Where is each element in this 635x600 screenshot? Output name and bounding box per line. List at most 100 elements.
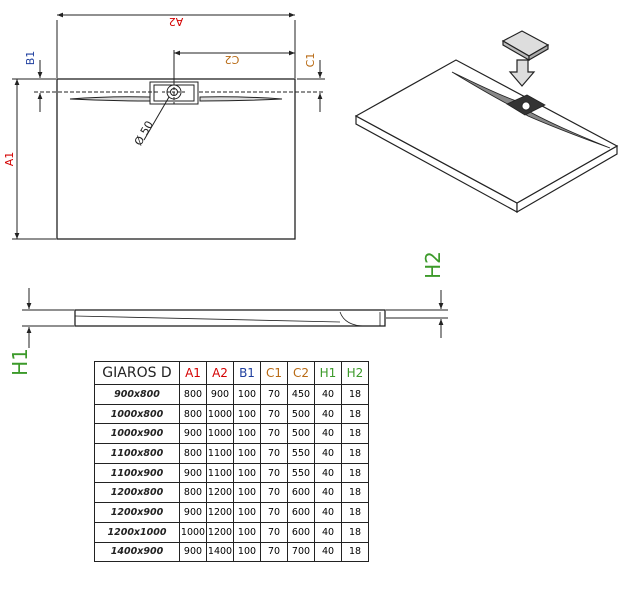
value-cell-c2: 500 bbox=[287, 423, 315, 445]
profile-drain bbox=[339, 311, 381, 327]
side-view bbox=[22, 288, 448, 348]
label-c2: C2 bbox=[225, 53, 240, 66]
insert-arrow bbox=[508, 59, 536, 87]
value-cell-c1: 70 bbox=[260, 521, 288, 543]
value-cell-a1: 800 bbox=[179, 482, 207, 504]
value-cell-b1: 100 bbox=[233, 403, 261, 425]
value-cell-h1: 40 bbox=[314, 384, 342, 405]
model-cell: 1400x900 bbox=[94, 541, 180, 563]
value-cell-h1: 40 bbox=[314, 403, 342, 425]
header-h1: H1 bbox=[314, 361, 342, 385]
value-cell-h1: 40 bbox=[314, 423, 342, 445]
value-cell-a1: 800 bbox=[179, 384, 207, 405]
value-cell-a1: 900 bbox=[179, 541, 207, 563]
value-cell-c1: 70 bbox=[260, 482, 288, 504]
model-cell: 1200x900 bbox=[94, 502, 180, 523]
value-cell-h1: 40 bbox=[314, 541, 342, 563]
value-cell-b1: 100 bbox=[233, 384, 261, 405]
value-cell-a2: 1000 bbox=[206, 423, 234, 445]
value-cell-h2: 18 bbox=[341, 462, 369, 484]
value-cell-c1: 70 bbox=[260, 541, 288, 563]
value-cell-c1: 70 bbox=[260, 502, 288, 523]
header-c2: C2 bbox=[287, 361, 315, 385]
value-cell-h2: 18 bbox=[341, 502, 369, 523]
value-cell-c1: 70 bbox=[260, 423, 288, 445]
table-header-row: GIAROS D A1 A2 B1 C1 C2 H1 H2 bbox=[94, 361, 369, 385]
value-cell-c1: 70 bbox=[260, 403, 288, 425]
tray-profile bbox=[74, 309, 386, 327]
value-cell-b1: 100 bbox=[233, 541, 261, 563]
tray-top bbox=[354, 59, 619, 204]
model-cell: 1000x800 bbox=[94, 403, 180, 425]
model-cell: 900x800 bbox=[94, 384, 180, 405]
value-cell-a2: 1200 bbox=[206, 502, 234, 523]
label-h1: H1 bbox=[8, 348, 32, 376]
value-cell-a1: 900 bbox=[179, 423, 207, 445]
model-cell: 1000x900 bbox=[94, 423, 180, 445]
header-h2: H2 bbox=[341, 361, 369, 385]
model-cell: 1200x1000 bbox=[94, 521, 180, 543]
value-cell-b1: 100 bbox=[233, 443, 261, 464]
value-cell-a2: 1100 bbox=[206, 462, 234, 484]
value-cell-c2: 700 bbox=[287, 541, 315, 563]
value-cell-b1: 100 bbox=[233, 423, 261, 445]
value-cell-a1: 1000 bbox=[179, 521, 207, 543]
value-cell-a2: 1200 bbox=[206, 482, 234, 504]
iso-channel bbox=[451, 71, 611, 149]
header-a2: A2 bbox=[206, 361, 234, 385]
value-cell-a2: 1400 bbox=[206, 541, 234, 563]
value-cell-c2: 600 bbox=[287, 482, 315, 504]
value-cell-c1: 70 bbox=[260, 384, 288, 405]
label-a2: A2 bbox=[169, 15, 184, 28]
value-cell-h2: 18 bbox=[341, 423, 369, 445]
header-b1: B1 bbox=[233, 361, 261, 385]
tray-outline bbox=[56, 78, 296, 240]
value-cell-h2: 18 bbox=[341, 482, 369, 504]
value-cell-h1: 40 bbox=[314, 443, 342, 464]
label-a1: A1 bbox=[3, 152, 16, 167]
value-cell-a1: 800 bbox=[179, 403, 207, 425]
label-b1: B1 bbox=[24, 51, 37, 66]
model-cell: 1100x900 bbox=[94, 462, 180, 484]
value-cell-c1: 70 bbox=[260, 443, 288, 464]
value-cell-c1: 70 bbox=[260, 462, 288, 484]
value-cell-h1: 40 bbox=[314, 462, 342, 484]
value-cell-a2: 1000 bbox=[206, 403, 234, 425]
model-cell: 1200x800 bbox=[94, 482, 180, 504]
value-cell-b1: 100 bbox=[233, 502, 261, 523]
drain-channel bbox=[69, 96, 151, 102]
value-cell-c2: 550 bbox=[287, 462, 315, 484]
label-diameter: Ø 50 bbox=[132, 119, 156, 148]
value-cell-h2: 18 bbox=[341, 384, 369, 405]
value-cell-a1: 800 bbox=[179, 443, 207, 464]
value-cell-h1: 40 bbox=[314, 521, 342, 543]
label-c1: C1 bbox=[304, 53, 317, 68]
top-view bbox=[12, 12, 325, 240]
value-cell-b1: 100 bbox=[233, 462, 261, 484]
value-cell-c2: 600 bbox=[287, 521, 315, 543]
model-header: GIAROS D bbox=[94, 361, 180, 385]
value-cell-c2: 500 bbox=[287, 403, 315, 425]
value-cell-h2: 18 bbox=[341, 541, 369, 563]
value-cell-a2: 1200 bbox=[206, 521, 234, 543]
drain-channel-right bbox=[199, 96, 283, 102]
value-cell-c2: 450 bbox=[287, 384, 315, 405]
value-cell-a2: 900 bbox=[206, 384, 234, 405]
label-h2: H2 bbox=[421, 251, 445, 279]
value-cell-c2: 550 bbox=[287, 443, 315, 464]
value-cell-a1: 900 bbox=[179, 462, 207, 484]
value-cell-h2: 18 bbox=[341, 443, 369, 464]
value-cell-a2: 1100 bbox=[206, 443, 234, 464]
value-cell-c2: 600 bbox=[287, 502, 315, 523]
